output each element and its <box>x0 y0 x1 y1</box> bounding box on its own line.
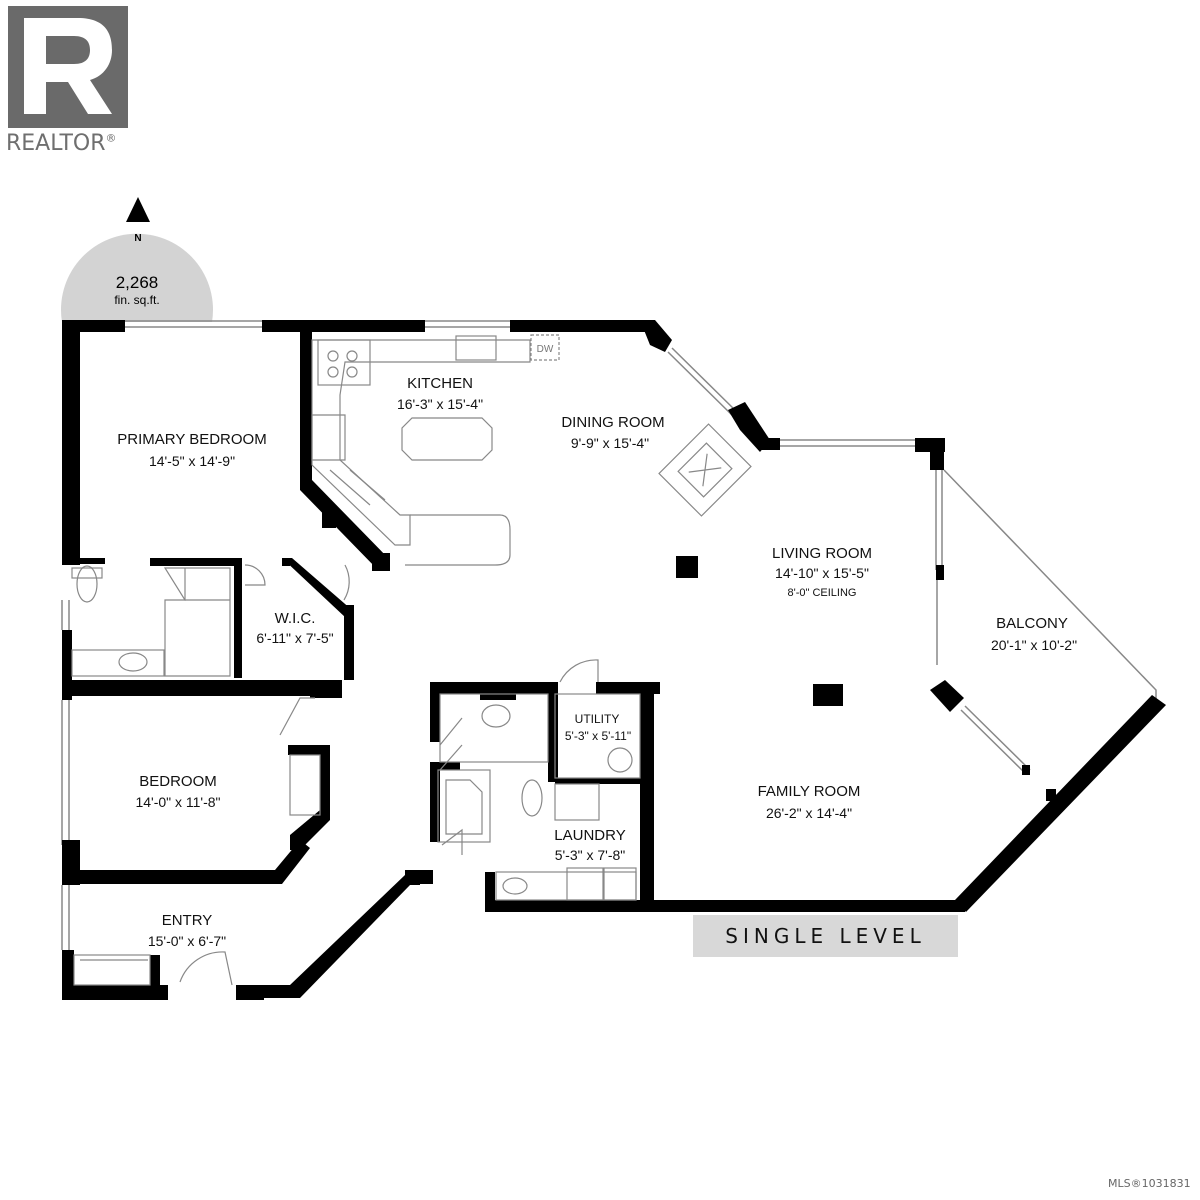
fixtures <box>71 334 752 986</box>
primary-bedroom-name: PRIMARY BEDROOM <box>117 431 266 448</box>
utility-dims: 5'-3" x 5'-11" <box>565 729 631 743</box>
compass: N 2,268 fin. sq.ft. <box>61 197 213 322</box>
walls <box>62 320 1166 1000</box>
balcony-name: BALCONY <box>996 615 1068 632</box>
family-room-dims: 26'-2" x 14'-4" <box>766 805 852 821</box>
dining-room-name: DINING ROOM <box>561 414 664 431</box>
laundry-dims: 5'-3" x 7'-8" <box>555 847 626 863</box>
kitchen-island <box>401 417 493 461</box>
sink-icon <box>455 335 497 361</box>
utility-name: UTILITY <box>575 712 620 726</box>
family-room-name: FAMILY ROOM <box>758 783 861 800</box>
kitchen-name: KITCHEN <box>407 375 473 392</box>
realtor-logo-mark <box>8 6 128 128</box>
area-unit: fin. sq.ft. <box>114 293 159 307</box>
laundry-name: LAUNDRY <box>554 827 625 844</box>
wic-name: W.I.C. <box>275 610 316 627</box>
living-room-dims: 14'-10" x 15'-5" <box>775 565 869 581</box>
area-value: 2,268 <box>116 273 159 292</box>
compass-direction: N <box>134 233 141 244</box>
dishwasher-icon <box>530 334 560 361</box>
cooktop-icon <box>317 339 371 386</box>
toilet-icon <box>76 565 98 603</box>
utility-sink-icon <box>607 747 633 773</box>
north-arrow-icon <box>126 197 150 222</box>
kitchen-dims: 16'-3" x 15'-4" <box>397 396 483 412</box>
dining-room-dims: 9'-9" x 15'-4" <box>571 435 649 451</box>
entry-name: ENTRY <box>162 912 213 929</box>
room-labels: PRIMARY BEDROOM 14'-5" x 14'-9" KITCHEN … <box>117 344 1077 949</box>
balcony-dims: 20'-1" x 10'-2" <box>991 637 1077 653</box>
primary-bedroom-dims: 14'-5" x 14'-9" <box>149 453 235 469</box>
bedroom-dims: 14'-0" x 11'-8" <box>135 794 220 810</box>
realtor-logo: REALTOR® <box>0 0 140 165</box>
toilet2-icon <box>481 704 511 728</box>
listing-id: MLS®1031831 <box>1108 1177 1191 1190</box>
realtor-logo-text: REALTOR® <box>6 131 117 156</box>
entry-dims: 15'-0" x 6'-7" <box>148 933 226 949</box>
compass-area-disc <box>61 233 213 322</box>
level-label-text: SINGLE LEVEL <box>725 924 926 948</box>
living-room-ceiling: 8'-0" CEILING <box>788 587 857 599</box>
wic-dims: 6'-11" x 7'-5" <box>256 630 333 646</box>
bedroom-name: BEDROOM <box>139 773 217 790</box>
living-room-name: LIVING ROOM <box>772 545 872 562</box>
windows <box>61 320 1157 950</box>
dishwasher-label: DW <box>537 344 554 355</box>
bath-sink-icon <box>118 652 148 672</box>
fireplace-icon <box>658 423 752 517</box>
level-label: SINGLE LEVEL <box>693 915 958 957</box>
